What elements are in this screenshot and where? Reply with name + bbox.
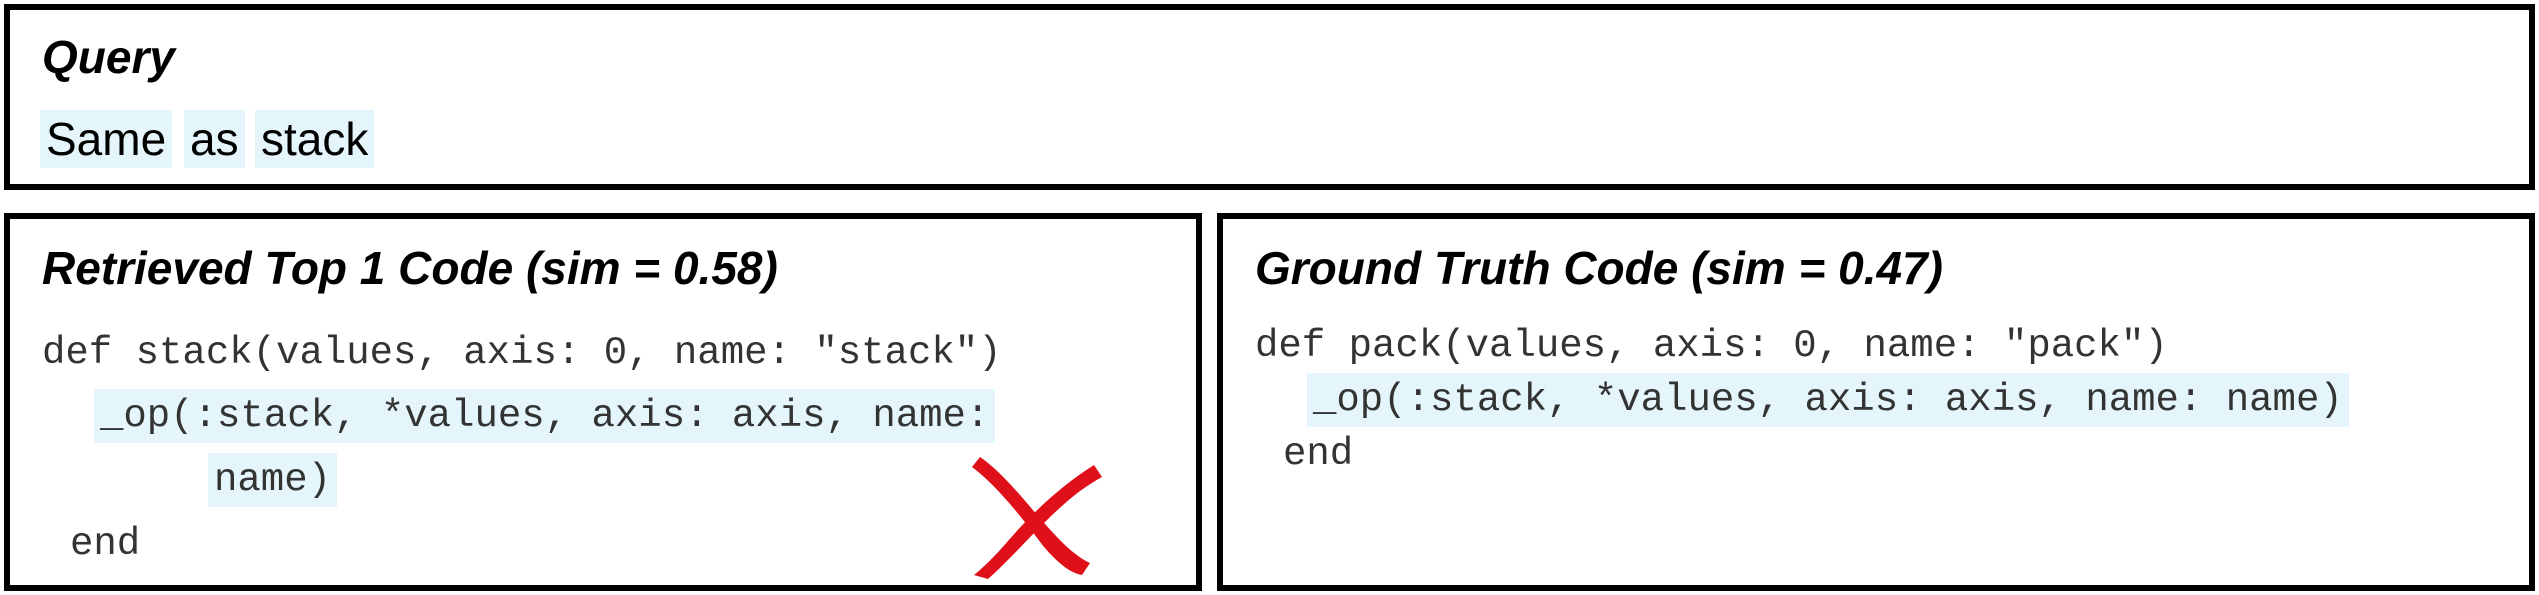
retrieved-code-line-4: end xyxy=(70,522,141,566)
retrieved-code-line-1: def stack(values, axis: 0, name: "stack"… xyxy=(42,331,1002,375)
query-word-3: stack xyxy=(255,110,375,168)
ground-truth-code-title: Ground Truth Code (sim = 0.47) xyxy=(1255,242,1943,294)
retrieved-code-title: Retrieved Top 1 Code (sim = 0.58) xyxy=(42,242,778,294)
query-title: Query xyxy=(42,31,175,83)
ground-truth-code-line-2: _op(:stack, *values, axis: axis, name: n… xyxy=(1307,373,2349,427)
retrieved-code-panel: Retrieved Top 1 Code (sim = 0.58) def st… xyxy=(4,213,1202,591)
query-word-2: as xyxy=(184,110,245,168)
retrieved-code-line-3: name) xyxy=(208,453,338,507)
query-panel: Query Same as stack xyxy=(4,4,2535,190)
ground-truth-code-panel: Ground Truth Code (sim = 0.47) def pack(… xyxy=(1217,213,2535,591)
cross-icon xyxy=(972,457,1102,579)
retrieved-code-line-2: _op(:stack, *values, axis: axis, name: xyxy=(94,389,996,443)
query-word-1: Same xyxy=(40,110,173,168)
ground-truth-code-line-1: def pack(values, axis: 0, name: "pack") xyxy=(1255,324,2168,368)
ground-truth-code-line-3: end xyxy=(1283,432,1354,476)
